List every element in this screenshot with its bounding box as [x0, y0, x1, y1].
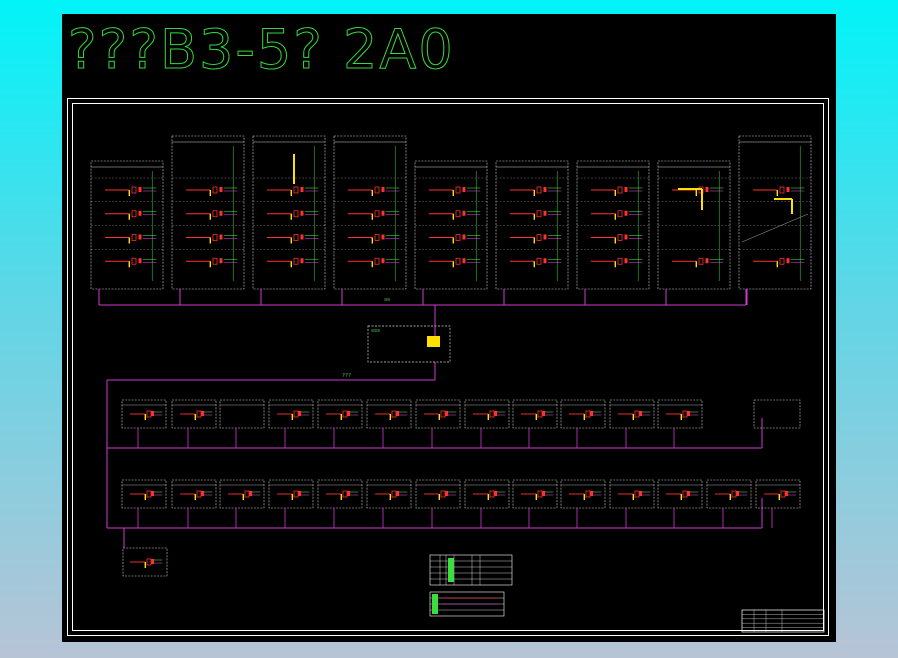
legend-tables [429, 554, 513, 617]
branch-panel [657, 479, 703, 528]
branch-panel [219, 479, 265, 528]
svg-text:≡≡≡: ≡≡≡ [371, 328, 380, 334]
cabinet-panel [738, 135, 812, 305]
diagonal-line [741, 213, 809, 243]
branch-panel [121, 399, 167, 448]
branch-panel [415, 399, 461, 448]
inner-border-frame [72, 103, 824, 631]
cabinet-panel [333, 135, 407, 305]
cabinet-panel [495, 160, 569, 305]
cabinet-panel [90, 160, 164, 305]
branch-panel [317, 399, 363, 448]
svg-text:≡≡: ≡≡ [384, 297, 390, 303]
branch-panel [609, 479, 655, 528]
cabinet-panel [414, 160, 488, 305]
branch-panel [268, 479, 314, 528]
upper-cabinet-row [90, 135, 812, 305]
drawing-title: ???B3-5? 2A0 [68, 18, 455, 82]
legend-table-2 [429, 591, 505, 617]
branch-panel [560, 399, 606, 448]
branch-panel [366, 399, 412, 448]
branch-panel [415, 479, 461, 528]
lower-panel-row-2 [121, 479, 801, 528]
outer-border-frame [67, 98, 829, 636]
center-panel-label: ??? [342, 373, 351, 379]
cabinet-panel [576, 160, 650, 305]
branch-panel [609, 399, 655, 448]
legend-table-1 [429, 554, 513, 586]
cabinet-panel [252, 135, 326, 305]
branch-panel [706, 479, 752, 528]
branch-panel [512, 479, 558, 528]
power-bus-lines [99, 289, 763, 548]
branch-panel [121, 479, 167, 528]
branch-panel [464, 399, 510, 448]
title-block [741, 609, 825, 633]
cabinet-panel [657, 160, 731, 305]
lower-panel-extra [122, 547, 168, 577]
branch-panel [512, 399, 558, 448]
branch-panel [171, 399, 217, 448]
branch-panel [366, 479, 412, 528]
branch-panel [171, 479, 217, 528]
drawing-sheet: ???B3-5? 2A0 ≡≡≡ ??? ≡≡ [62, 14, 836, 642]
branch-panel [219, 399, 265, 448]
branch-panel [464, 479, 510, 528]
center-distribution-box: ≡≡≡ [367, 325, 451, 363]
lower-panel-row-1 [121, 399, 801, 448]
branch-panel [560, 479, 606, 528]
branch-panel [268, 399, 314, 448]
electrical-schematic-icon: ≡≡≡ ??? ≡≡ [90, 135, 825, 633]
branch-panel [755, 479, 801, 528]
branch-panel [657, 399, 703, 448]
branch-panel [317, 479, 363, 528]
cabinet-panel [171, 135, 245, 305]
